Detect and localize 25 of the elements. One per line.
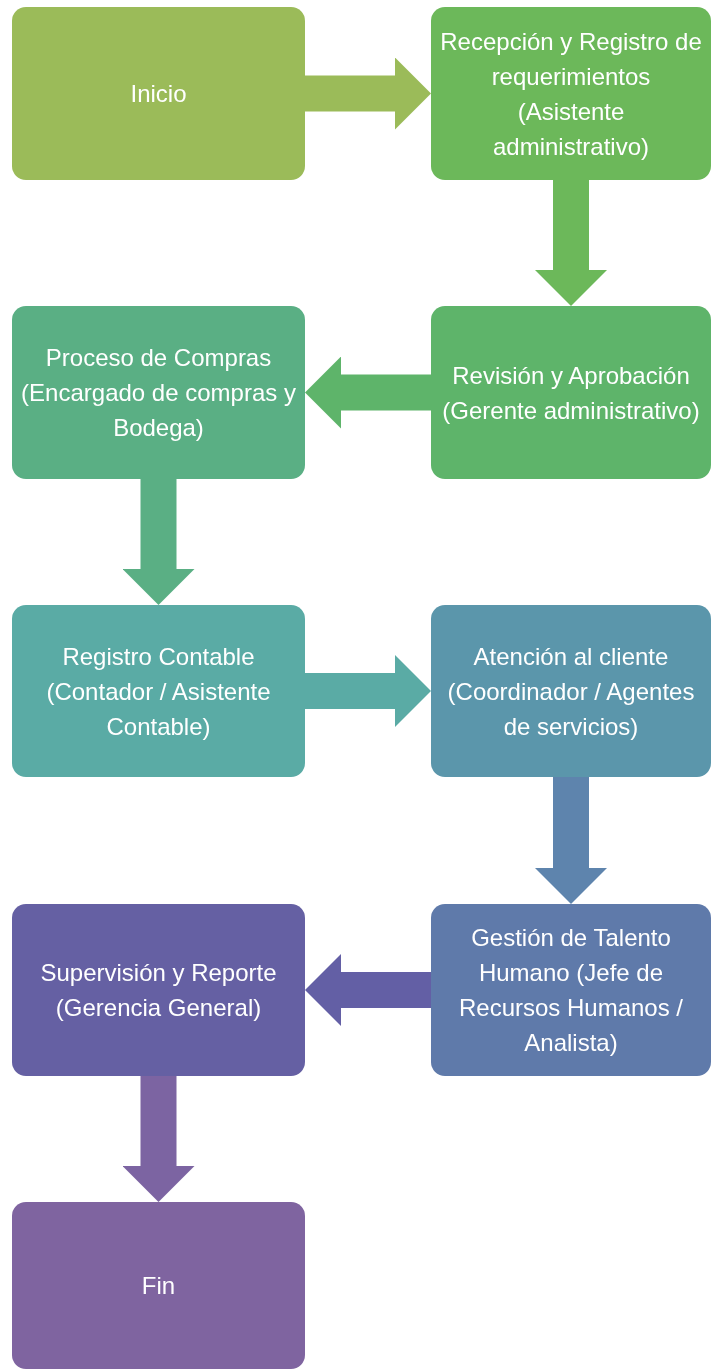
- block-arrow: [305, 655, 431, 727]
- process-box: [12, 7, 305, 180]
- step-label: Registro Contable (Contador / Asistente Contable): [45, 641, 272, 742]
- process-box: [12, 1202, 305, 1369]
- block-arrow: [305, 57, 431, 130]
- block-arrow: [535, 180, 607, 306]
- block-arrow: [122, 479, 195, 605]
- step-label: Inicio: [130, 79, 187, 109]
- process-box: [431, 605, 711, 777]
- process-box: [12, 904, 305, 1076]
- process-box: [12, 605, 305, 777]
- process-box: [431, 7, 711, 180]
- block-arrow: [535, 777, 607, 904]
- step-label: Fin: [141, 1271, 176, 1301]
- process-box: [431, 306, 711, 479]
- block-arrow: [305, 954, 431, 1026]
- step-label: Supervisión y Reporte (Gerencia General): [39, 958, 278, 1023]
- step-label: Revisión y Aprobación (Gerente administrativo): [441, 360, 701, 426]
- process-box: [12, 306, 305, 479]
- step-label: Proceso de Compras (Encargado de compras y Bodega): [20, 343, 297, 443]
- step-label: Gestión de Talento Humano (Jefe de Recursos Humanos / Analista): [457, 923, 685, 1058]
- process-box: [431, 904, 711, 1076]
- block-arrow: [305, 356, 431, 429]
- step-label: Recepción y Registro de requerimientos (Asistente administrativo): [439, 26, 703, 162]
- step-label: Atención al cliente (Coordinador / Agentes de servicios): [446, 641, 696, 742]
